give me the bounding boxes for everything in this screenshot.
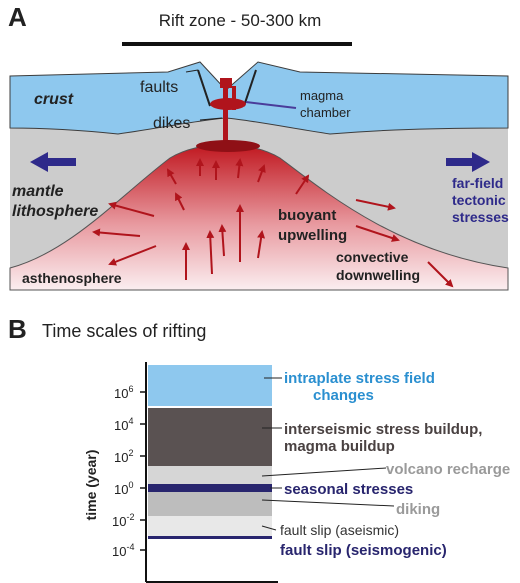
- tick-label: 106: [114, 384, 133, 401]
- farfield-label-line2: tectonic: [452, 192, 506, 208]
- band-diking: [148, 492, 272, 516]
- band-fault-seismogenic: [148, 536, 272, 539]
- tick-label: 100: [114, 480, 133, 497]
- mantle-label-line2: lithosphere: [12, 203, 98, 220]
- magma-chamber-leader: [245, 101, 297, 109]
- label-interseismic-line1: interseismic stress buildup,: [284, 421, 482, 438]
- mantle-label-line1: mantle: [12, 183, 64, 200]
- band-fault-aseismic: [148, 516, 272, 536]
- buoyant-label-line1: buoyant: [278, 207, 336, 224]
- y-axis-label: time (year): [83, 450, 99, 521]
- panel-b: B Time scales of rifting time (year) 106…: [8, 314, 510, 583]
- dike-top: [220, 78, 232, 88]
- convective-label-line2: downwelling: [336, 267, 420, 283]
- band-interseismic: [148, 408, 272, 466]
- farfield-label-line1: far-field: [452, 175, 503, 191]
- tick-label: 104: [114, 416, 133, 433]
- convective-label-line1: convective: [336, 249, 409, 265]
- band-intraplate: [148, 365, 272, 406]
- label-diking: diking: [396, 501, 440, 518]
- label-fault-seismogenic: fault slip (seismogenic): [280, 542, 447, 559]
- upwelling-arrow: [167, 168, 177, 185]
- panel-a-letter: A: [8, 2, 27, 32]
- label-intraplate-line2: changes: [313, 387, 374, 404]
- tick-label: 10-4: [112, 542, 134, 559]
- band-seasonal: [148, 484, 272, 492]
- upwelling-arrow: [175, 192, 185, 211]
- magma-chamber: [210, 98, 246, 110]
- magma-pool: [196, 140, 260, 152]
- outflow-arrow: [295, 174, 310, 195]
- label-seasonal: seasonal stresses: [284, 481, 413, 498]
- upwelling-arrow: [257, 230, 266, 259]
- upwelling-arrow: [218, 224, 227, 257]
- dike-side: [232, 86, 236, 110]
- upwelling-arrow: [235, 158, 244, 179]
- upwelling-arrow: [257, 164, 266, 183]
- panel-b-title: Time scales of rifting: [42, 321, 206, 341]
- faults-label: faults: [140, 79, 178, 96]
- downwelling-arrow: [427, 261, 454, 288]
- magma-chamber-label-line1: magma: [300, 88, 344, 103]
- buoyant-label-line2: upwelling: [278, 227, 347, 244]
- leader-volcano: [261, 467, 387, 477]
- farfield-arrow-left: [30, 152, 76, 172]
- asthenosphere-label: asthenosphere: [22, 270, 122, 286]
- outflow-arrow: [92, 228, 141, 237]
- outflow-arrow: [355, 199, 396, 211]
- upwelling-arrow: [206, 230, 215, 275]
- farfield-arrow-right: [446, 152, 490, 172]
- dikes-leader: [199, 117, 223, 121]
- dike-conduit: [223, 84, 228, 146]
- label-volcano-recharge: volcano recharge: [386, 461, 510, 478]
- ticks: [140, 391, 146, 551]
- faults-leader: [185, 69, 199, 73]
- outflow-arrow: [108, 201, 155, 217]
- label-interseismic-line2: magma buildup: [284, 438, 395, 455]
- magma-chamber-label-line2: chamber: [300, 105, 351, 120]
- outflow-arrow: [108, 245, 157, 266]
- leader-aseismic: [261, 525, 277, 531]
- crust-label: crust: [34, 91, 74, 108]
- tick-label: 102: [114, 448, 133, 465]
- tick-label: 10-2: [112, 512, 134, 529]
- rift-zone-label: Rift zone - 50-300 km: [159, 11, 322, 30]
- panel-b-letter: B: [8, 314, 27, 344]
- crust-layer: [9, 61, 509, 135]
- dikes-label: dikes: [153, 115, 190, 132]
- fault-right: [243, 69, 257, 107]
- label-fault-aseismic: fault slip (aseismic): [280, 522, 399, 538]
- farfield-label-line3: stresses: [452, 209, 509, 225]
- leader-diking: [261, 499, 395, 507]
- label-intraplate-line1: intraplate stress field: [284, 370, 435, 387]
- panel-a: A Rift zone - 50-300 km faults magma cha…: [8, 2, 509, 291]
- band-volcano-recharge: [148, 466, 272, 484]
- fault-left: [197, 69, 211, 107]
- outflow-arrow: [355, 225, 400, 242]
